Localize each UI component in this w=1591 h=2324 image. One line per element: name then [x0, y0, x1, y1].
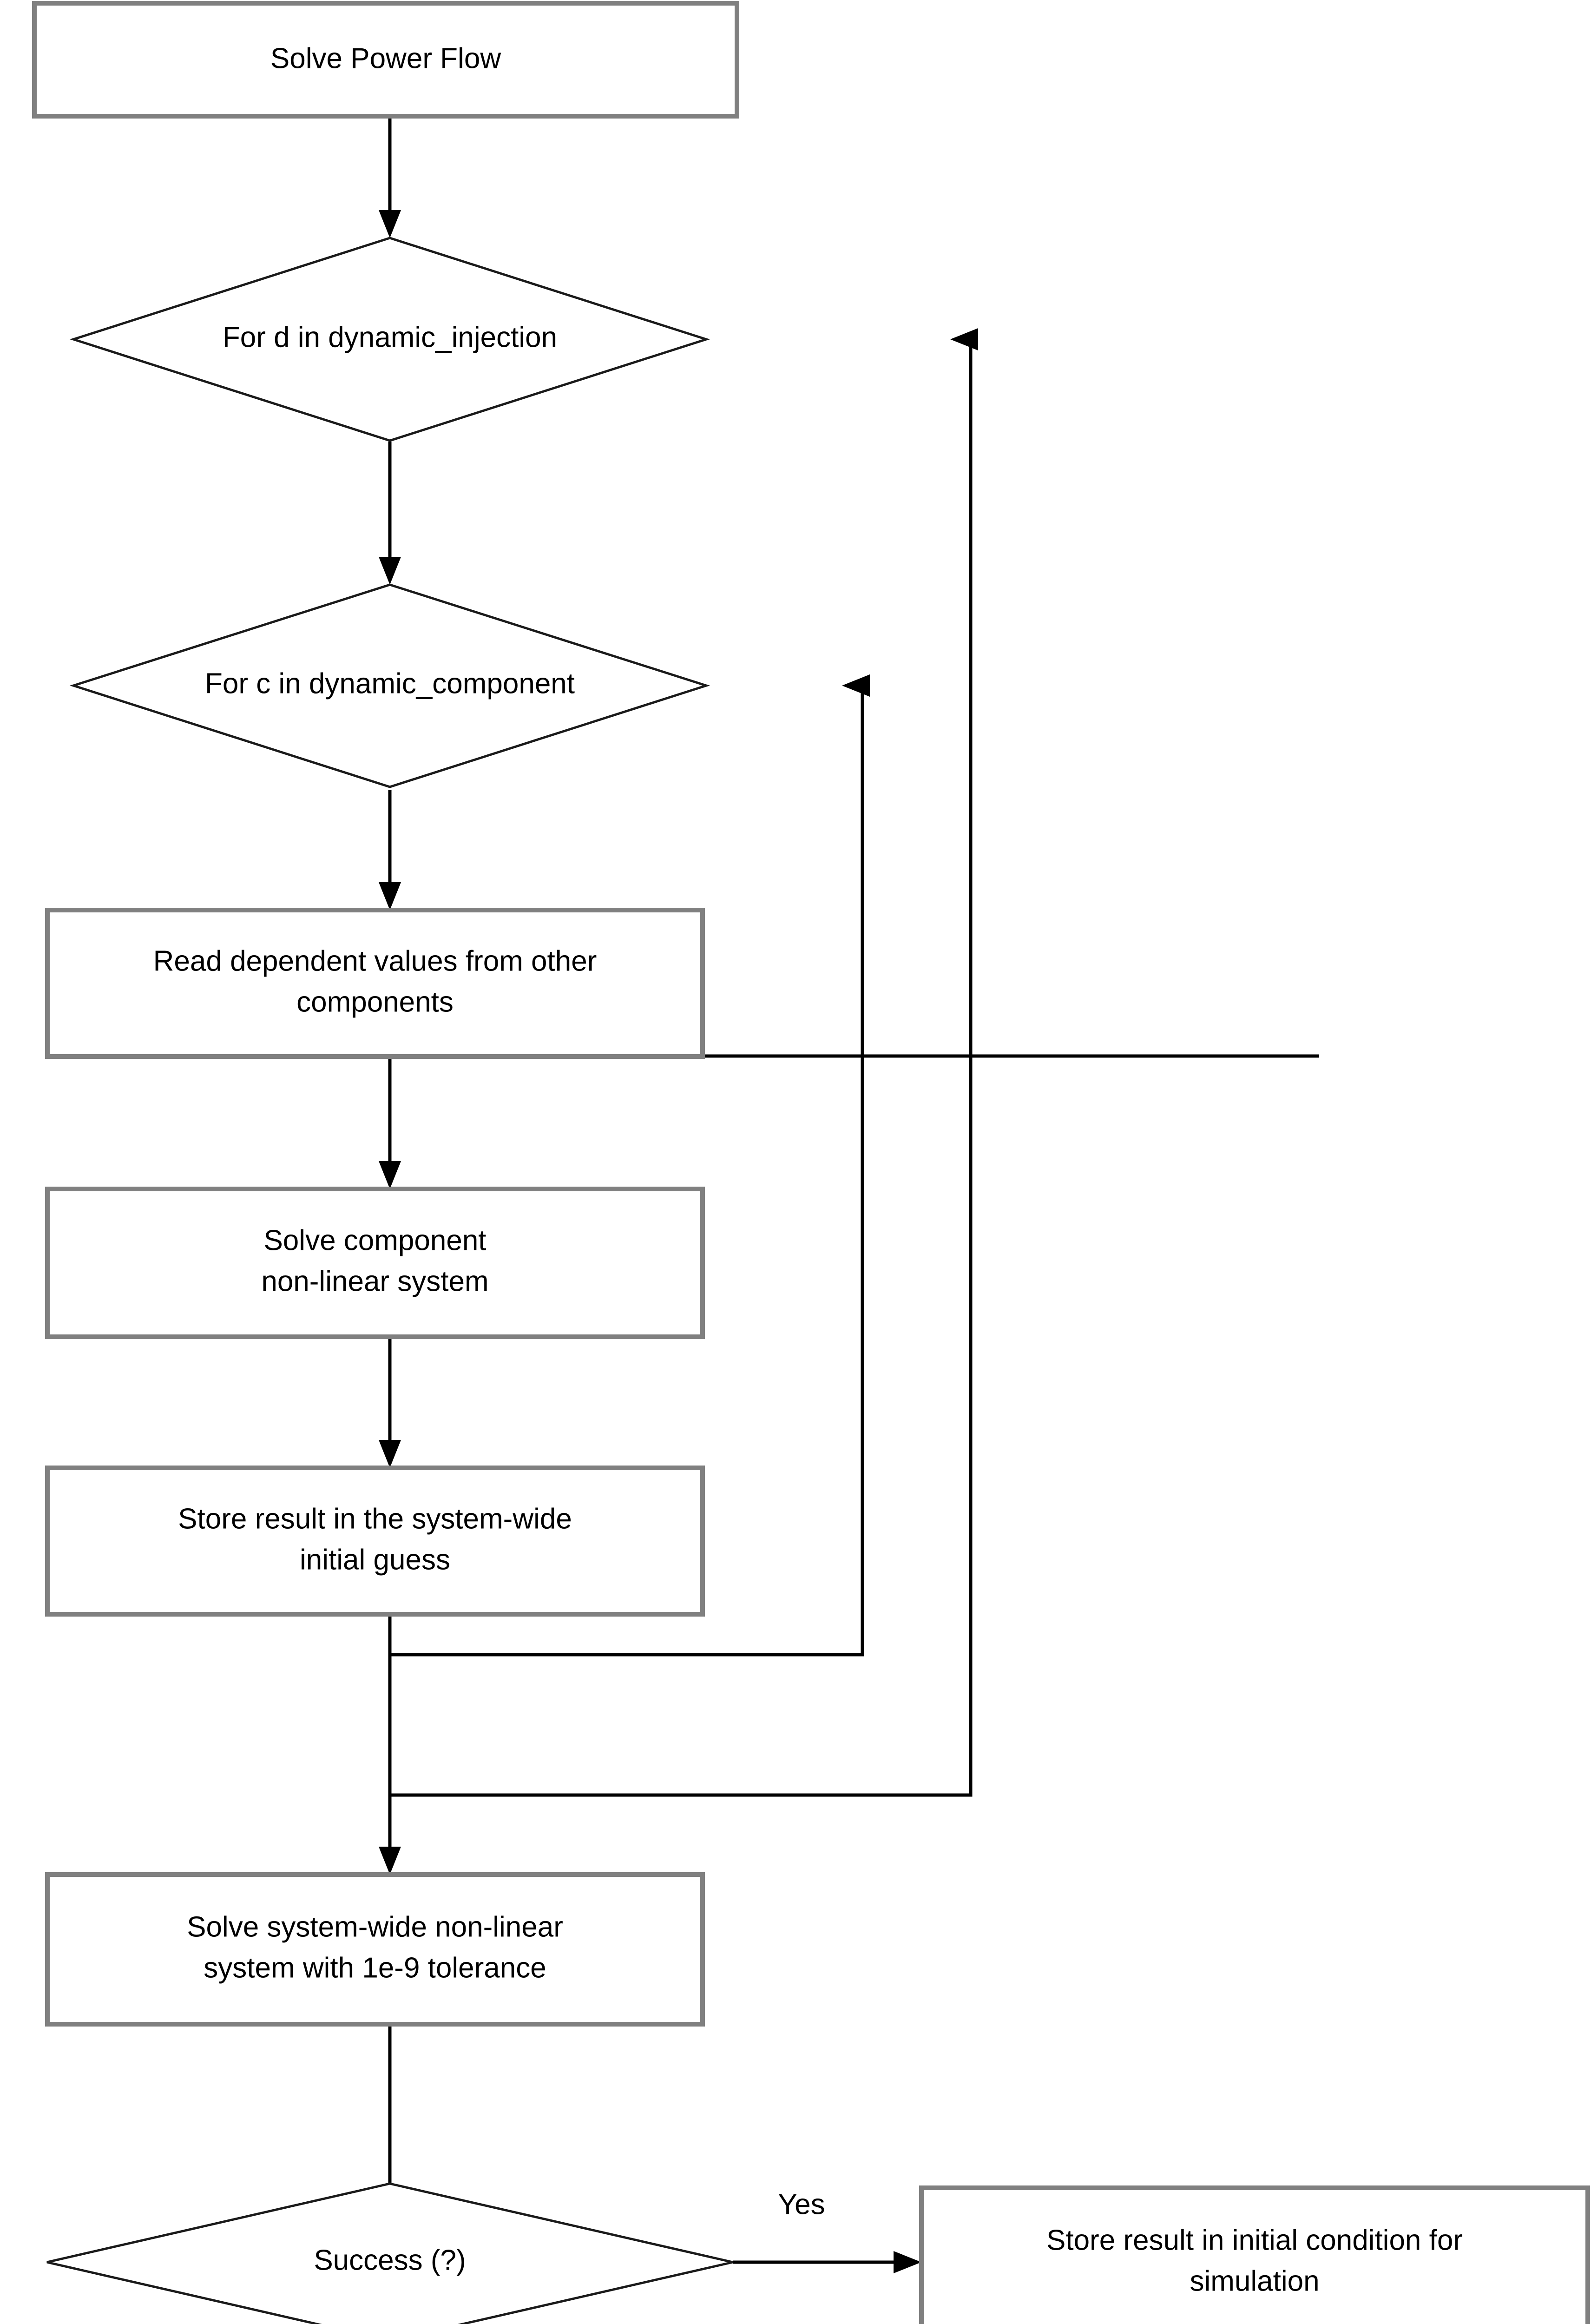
node-label-solve-system-wide-line2: system with 1e-9 tolerance: [204, 1952, 546, 1984]
edge-read-dependent-values-to-solve-component: [379, 1054, 1319, 1189]
node-solve-system-wide[interactable]: Solve system-wide non-linear system with…: [45, 1872, 705, 2027]
node-label-success-first: Success (?): [314, 2244, 466, 2276]
node-solve-component[interactable]: Solve component non-linear system: [45, 1187, 705, 1339]
node-label-solve-component-line2: non-linear system: [261, 1265, 488, 1297]
node-store-initial-condition[interactable]: Store result in initial condition for si…: [919, 2185, 1590, 2324]
node-label-store-initial-condition-line1: Store result in initial condition for: [1046, 2224, 1463, 2256]
node-for-c-dynamic-component[interactable]: For c in dynamic_component: [69, 583, 710, 788]
node-label-for-c-dynamic-component: For c in dynamic_component: [205, 667, 575, 700]
node-label-solve-component-line1: Solve component: [263, 1224, 486, 1256]
node-success-first[interactable]: Success (?): [46, 2182, 733, 2324]
node-store-initial-guess[interactable]: Store result in the system-wide initial …: [45, 1466, 705, 1617]
edge-solve-power-flow-to-for-d: [379, 116, 401, 238]
node-label-solve-system-wide-line1: Solve system-wide non-linear: [187, 1911, 563, 1943]
edge-store-initial-guess-to-solve-system-wide: [379, 1613, 401, 1875]
node-label-solve-power-flow: Solve Power Flow: [270, 42, 501, 74]
node-label-store-initial-guess-line1: Store result in the system-wide: [178, 1503, 572, 1535]
edge-for-c-to-read-dependent-values: [379, 790, 401, 910]
node-for-d-dynamic-injection[interactable]: For d in dynamic_injection: [69, 237, 710, 442]
node-label-for-d-dynamic-injection: For d in dynamic_injection: [223, 321, 557, 353]
node-label-read-dependent-values-line2: components: [296, 986, 454, 1018]
edge-label-success-first-yes: Yes: [778, 2188, 825, 2220]
node-label-store-initial-condition-line2: simulation: [1190, 2265, 1319, 2297]
edge-for-d-to-for-c: [379, 442, 401, 585]
edge-solve-component-to-store-initial-guess: [379, 1337, 401, 1468]
node-label-store-initial-guess-line2: initial guess: [300, 1544, 450, 1576]
edge-success-first-yes-to-store-initial-condition: Yes: [733, 2188, 921, 2273]
node-solve-power-flow[interactable]: Solve Power Flow: [32, 1, 739, 119]
node-label-read-dependent-values-line1: Read dependent values from other: [153, 945, 597, 977]
node-read-dependent-values[interactable]: Read dependent values from other compone…: [45, 908, 705, 1059]
